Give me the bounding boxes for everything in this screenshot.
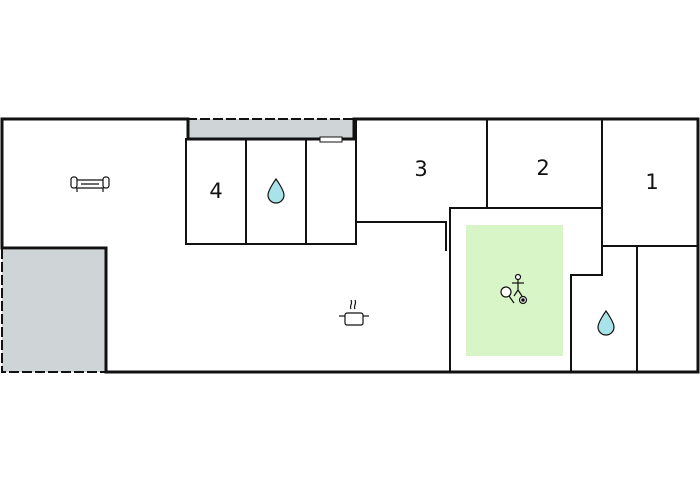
outdoor-balcony-top [188, 119, 354, 139]
outer-wall [0, 117, 700, 374]
terrace-left-dashed-edge [1, 249, 107, 373]
water-drop-icon [267, 177, 285, 204]
cooking-pot-icon [339, 299, 369, 326]
recreation-area [466, 225, 563, 356]
room-label-1: 1 [645, 170, 658, 194]
water-drop-icon [597, 309, 615, 336]
sofa-icon [70, 176, 110, 192]
window-marker [319, 136, 343, 143]
room-label-2: 2 [536, 156, 549, 180]
room-label-3: 3 [414, 157, 427, 181]
room-label-4: 4 [209, 179, 222, 203]
outdoor-terrace-left [2, 250, 106, 372]
table-tennis-icon [500, 273, 528, 305]
